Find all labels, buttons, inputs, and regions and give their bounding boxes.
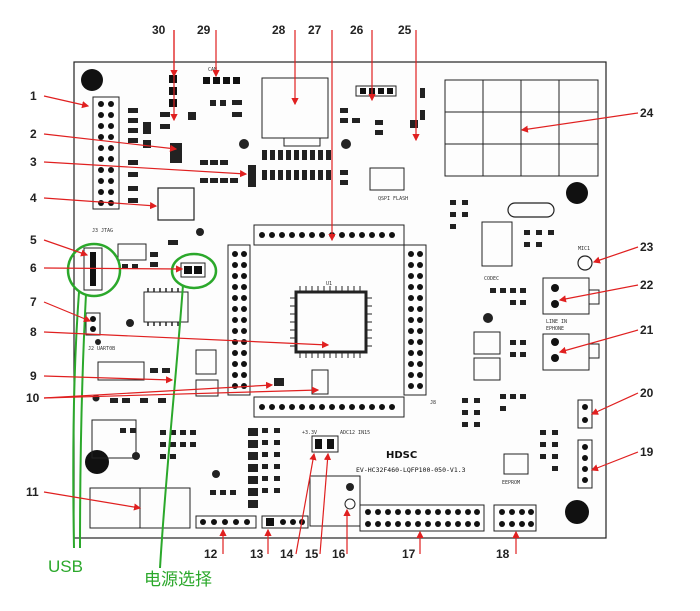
callout-13: 13	[250, 547, 264, 561]
uart-silk-label: J2 UART0B	[88, 346, 115, 352]
usb-highlight-circle	[66, 242, 122, 298]
callout-17: 17	[402, 547, 416, 561]
power-pointer-line	[159, 284, 184, 569]
right-components	[450, 200, 558, 471]
mic-silk-label: MIC1	[578, 246, 590, 252]
callout-23: 23	[640, 240, 654, 254]
callout-19: 19	[640, 445, 654, 459]
callout-8: 8	[30, 325, 37, 339]
callout-28: 28	[272, 23, 286, 37]
earphone-silk-label: EPHONE	[546, 326, 564, 332]
resistor-array	[248, 150, 331, 187]
callout-7: 7	[30, 295, 37, 309]
eeprom-silk-label: EEPROM	[502, 480, 520, 486]
callout-5: 5	[30, 233, 37, 247]
callout-numbers: 1 2 3 4 5 6 7 8 9 10 11 12 13 14 15 16 1…	[26, 23, 654, 561]
callout-10: 10	[26, 391, 40, 405]
power-select-highlight-circle	[170, 252, 218, 290]
callout-26: 26	[350, 23, 364, 37]
qspi-silk-label: QSPI FLASH	[378, 196, 408, 202]
line-in-silk-label: LINE IN	[546, 319, 567, 325]
callout-27: 27	[308, 23, 322, 37]
jtag-silk-label: J3 JTAG	[92, 228, 113, 234]
callout-6: 6	[30, 261, 37, 275]
j8-silk-label: J8	[430, 400, 436, 406]
power-select-label: 电源选择	[144, 570, 212, 589]
top-jumpers	[169, 75, 240, 107]
callout-29: 29	[197, 23, 211, 37]
callout-20: 20	[640, 386, 654, 400]
callout-25: 25	[398, 23, 412, 37]
callout-2: 2	[30, 127, 37, 141]
callout-15: 15	[305, 547, 319, 561]
board-model-label: EV-HC32F460-LQFP100-050-V1.3	[356, 466, 466, 474]
callout-1: 1	[30, 89, 37, 103]
highlight-group: USB 电源选择	[48, 242, 218, 589]
usb-pointer-line	[72, 291, 80, 549]
callout-16: 16	[332, 547, 346, 561]
switch-array	[444, 79, 599, 177]
callout-9: 9	[30, 369, 37, 383]
callout-21: 21	[640, 323, 654, 337]
brand-logo: HDSC	[386, 450, 417, 461]
codec-silk-label: CODEC	[484, 276, 499, 282]
adc-silk-label: ADC12 IN15	[340, 430, 370, 436]
callout-4: 4	[30, 191, 37, 205]
callout-lines	[43, 30, 639, 555]
jtag-header: J3 JTAG	[92, 96, 120, 234]
vcc-silk-label: +3.3V	[302, 430, 317, 436]
callout-24: 24	[640, 106, 654, 120]
callout-22: 22	[640, 278, 654, 292]
callout-30: 30	[152, 23, 166, 37]
usb-pointer-line-2	[79, 293, 87, 549]
usb-label: USB	[48, 557, 83, 576]
lower-resistors	[120, 428, 280, 508]
callout-12: 12	[204, 547, 218, 561]
mcu-area: J8	[227, 224, 436, 418]
bottom-header-17	[365, 509, 480, 527]
callout-3: 3	[30, 155, 37, 169]
pcb-board	[73, 61, 607, 539]
callout-18: 18	[496, 547, 510, 561]
u1-silk-label: U1	[326, 281, 332, 287]
callout-14: 14	[280, 547, 294, 561]
callout-11: 11	[26, 485, 39, 499]
